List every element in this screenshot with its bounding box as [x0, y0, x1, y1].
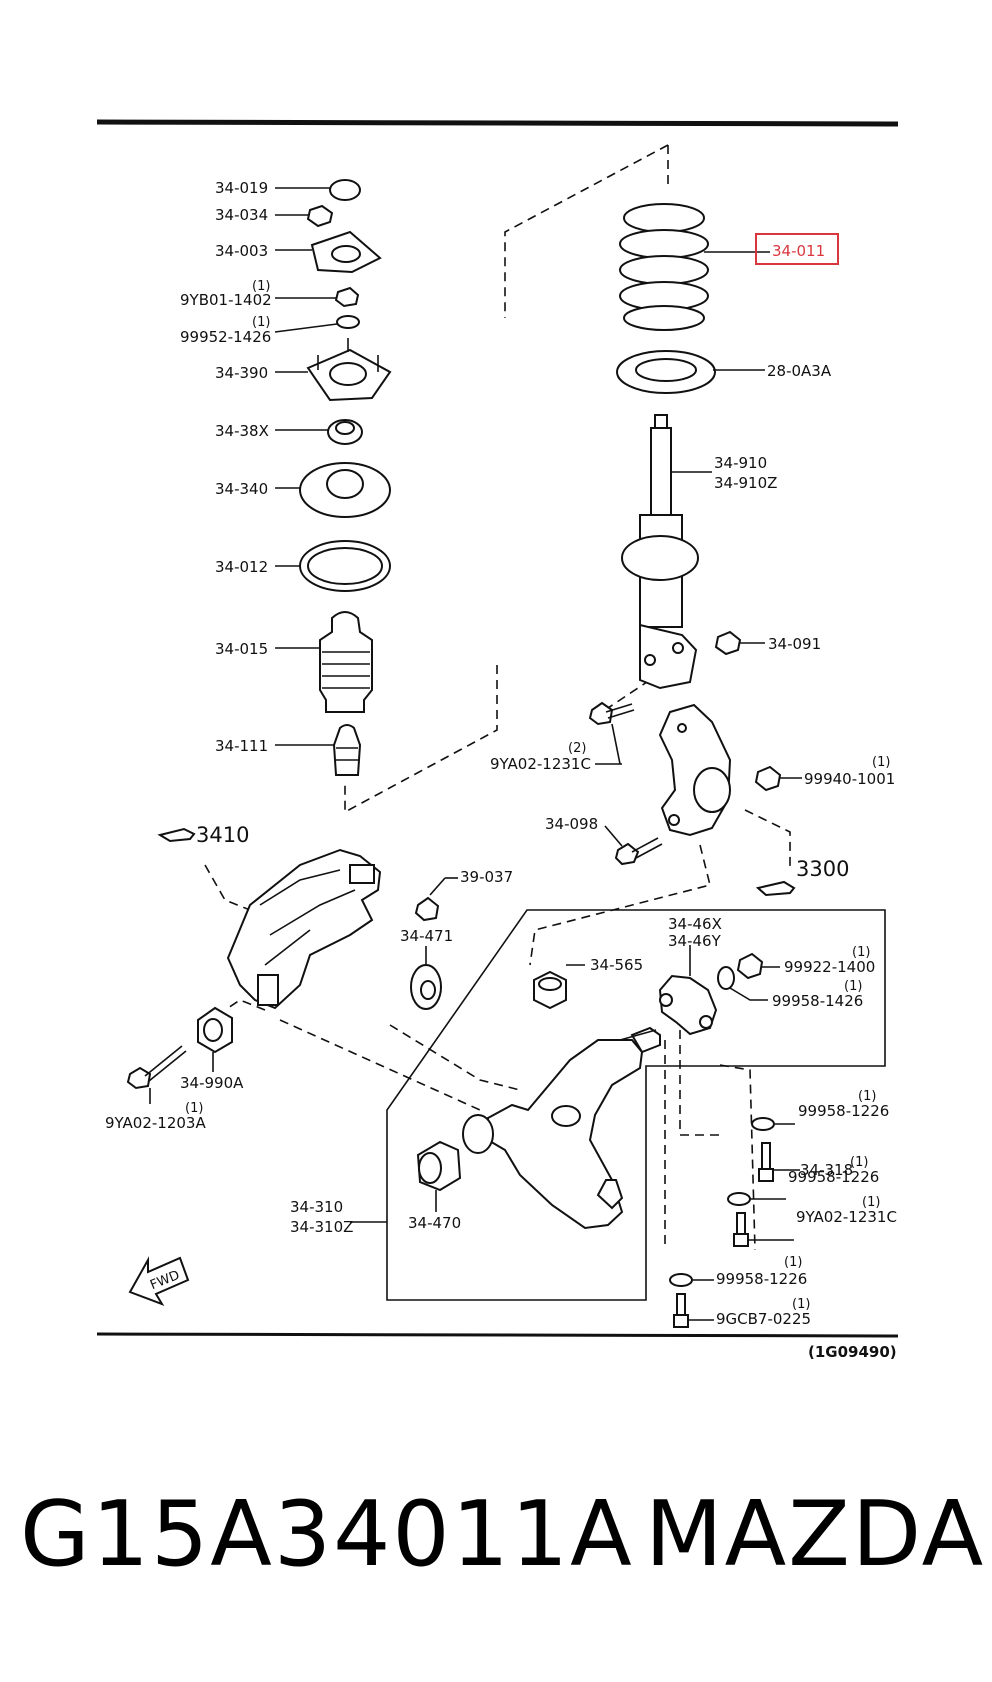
label-99958-1426: 99958-1426 [772, 992, 863, 1010]
qty-9yb01: (1) [252, 279, 270, 294]
lower-knuckle-bolt-part [614, 837, 663, 866]
steering-knuckle-part [658, 703, 732, 837]
label-34-111: 34-111 [215, 737, 268, 755]
label-34-310: 34-310 [290, 1198, 343, 1216]
label-34-470: 34-470 [408, 1214, 461, 1232]
qty-99958-1226-a: (1) [858, 1089, 876, 1104]
label-9yb01: 9YB01-1402 [180, 291, 272, 309]
parts-diagram: 34-019 34-034 34-003 (1) 9YB01-1402 (1) … [96, 119, 899, 1361]
bushing-990a-part [197, 1006, 233, 1054]
top-rule [96, 119, 899, 127]
long-bolt-part [126, 1045, 187, 1090]
label-34-015: 34-015 [215, 640, 268, 658]
label-99958-1226-a: 99958-1226 [798, 1102, 889, 1120]
highlight-box [755, 233, 839, 265]
qty-99952: (1) [252, 315, 270, 330]
qty-99958-1226-c: (1) [784, 1255, 802, 1270]
label-34-46y: 34-46Y [668, 932, 722, 950]
label-9ya02-1203a: 9YA02-1203A [105, 1114, 206, 1132]
shock-absorber-part [621, 414, 699, 690]
label-34-003: 34-003 [215, 242, 268, 260]
qty-99940: (1) [872, 755, 890, 770]
label-34-46x: 34-46X [668, 915, 722, 933]
flange-nut-part [714, 630, 742, 656]
washer-1226-b-part [727, 1192, 751, 1206]
washer-1226-a-part [751, 1117, 775, 1131]
bushing-470-part [416, 1140, 462, 1192]
label-34-340: 34-340 [215, 480, 268, 498]
label-34-019: 34-019 [215, 179, 268, 197]
ref-3300: 3300 [796, 857, 849, 881]
lower-control-arm-part [462, 1026, 661, 1230]
hub-nut-part [754, 765, 782, 792]
label-34-098: 34-098 [545, 815, 598, 833]
washer-part [336, 315, 360, 329]
bolt-1231c-part [733, 1212, 749, 1247]
label-99958-1226-c: 99958-1226 [716, 1270, 807, 1288]
bolt-318-part [758, 1142, 774, 1182]
drawing-code: (1G09490) [808, 1343, 897, 1361]
label-34-910z: 34-910Z [714, 474, 777, 492]
pointer-hand-3300-icon [755, 880, 796, 897]
label-34-390: 34-390 [215, 364, 268, 382]
label-34-310z: 34-310Z [290, 1218, 353, 1236]
bump-stop-part [332, 724, 362, 776]
label-34-091: 34-091 [768, 635, 821, 653]
part-number-text: G15A34011A [20, 1482, 634, 1587]
label-34-471: 34-471 [400, 927, 453, 945]
forward-arrow-icon [128, 1256, 190, 1306]
label-9ya02-1231c: 9YA02-1231C [796, 1208, 897, 1226]
label-34-990a: 34-990A [180, 1074, 244, 1092]
qty-9ya02-1203a: (1) [185, 1101, 203, 1116]
label-34-318: 34-318 [800, 1161, 853, 1179]
label-34-910: 34-910 [714, 454, 767, 472]
label-34-012: 34-012 [215, 558, 268, 576]
qty-9ya02-1231c: (1) [862, 1195, 880, 1210]
dust-boot-part [319, 611, 373, 713]
qty-9gcb7: (1) [792, 1297, 810, 1312]
qty-99958-1426: (1) [844, 979, 862, 994]
label-28-0a3a: 28-0A3A [767, 362, 832, 380]
label-39-037: 39-037 [460, 868, 513, 886]
knuckle-bolt-part [588, 701, 635, 726]
bushing-565-part [533, 970, 567, 1010]
brand-text: MAZDA [645, 1482, 986, 1587]
label-99940: 99940-1001 [804, 770, 895, 788]
label-99952: 99952-1426 [180, 328, 271, 346]
label-99958-1226-b: 99958-1226 [788, 1168, 879, 1186]
bracket-washer-part [717, 966, 735, 990]
coil-spring-part [619, 203, 709, 331]
label-34-034: 34-034 [215, 206, 268, 224]
ref-3410: 3410 [196, 823, 249, 847]
bracket-46x-part [658, 974, 718, 1036]
cap-part [329, 179, 361, 201]
qty-99958-1226-b: (1) [850, 1155, 868, 1170]
bolt-9gcb7-part [673, 1293, 689, 1328]
small-nut-part [334, 286, 360, 308]
qty-99922: (1) [852, 945, 870, 960]
bracket-nut-part [736, 952, 764, 980]
crossmember-nut-part [414, 896, 440, 922]
label-34-38x: 34-38X [215, 422, 269, 440]
pointer-hand-icon [157, 827, 196, 843]
footer-caption: G15A34011A MAZDA [20, 1475, 983, 1595]
label-9gcb7: 9GCB7-0225 [716, 1310, 811, 1328]
label-9ya02-upper: 9YA02-1231C [490, 755, 591, 773]
nut-part [306, 204, 334, 228]
label-34-011: 34-011 [772, 242, 825, 260]
label-99922: 99922-1400 [784, 958, 875, 976]
qty-9ya02-upper: (2) [568, 741, 586, 756]
crossmember-part [226, 848, 382, 1010]
washer-1226-c-part [669, 1273, 693, 1287]
label-34-565: 34-565 [590, 956, 643, 974]
bottom-rule [96, 1332, 899, 1338]
